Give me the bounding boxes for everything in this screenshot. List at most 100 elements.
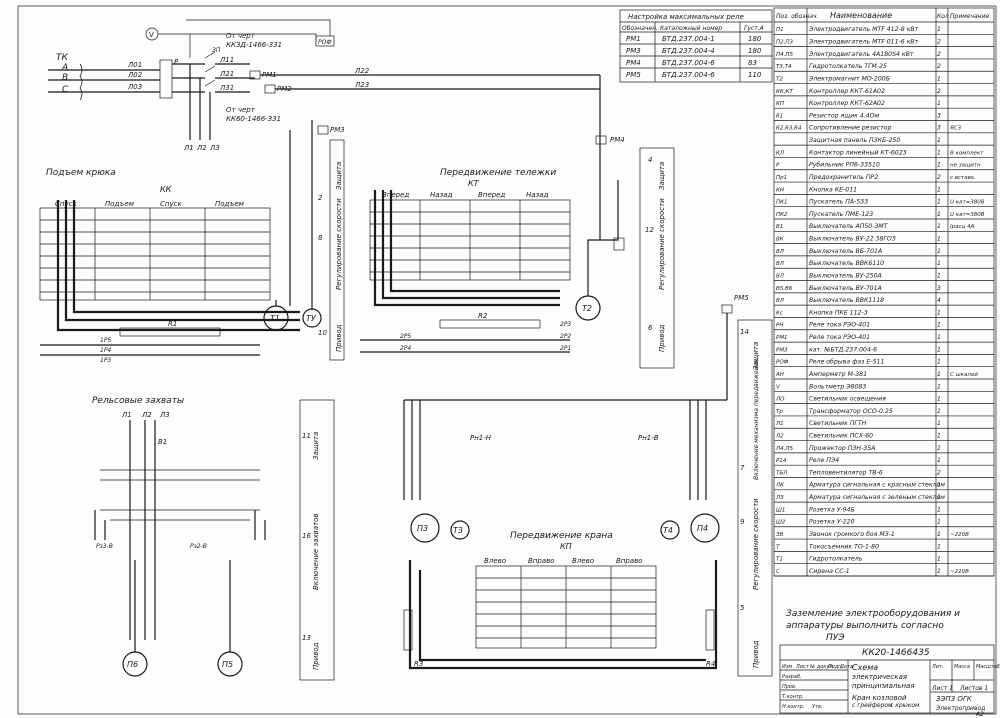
hoist-controller-box	[39, 207, 271, 301]
spec-cell: ЛЗ	[775, 495, 784, 501]
spec-header-1: Наименование	[830, 11, 892, 20]
main-switch-box	[159, 59, 173, 99]
crane-wiring	[408, 560, 718, 670]
crane-num-1: 7	[740, 464, 745, 472]
spec-cell: РН	[776, 323, 783, 329]
wire-1p5: 1Р5	[100, 337, 111, 344]
trolley-controller-label: КТ	[468, 179, 480, 188]
hoist-col-2: Спуск	[160, 200, 182, 208]
spec-cell: 1	[937, 260, 941, 267]
crane-num-3: 5	[740, 604, 745, 612]
bus-l22-label: Л22	[354, 67, 370, 75]
cable-l03: Л03	[127, 83, 142, 91]
spec-cell: РМ3	[776, 347, 788, 353]
spec-cell: П2,П3	[776, 40, 794, 46]
hoist-col-3: Подъем	[215, 200, 245, 208]
hoist-num-2: 10	[318, 329, 327, 337]
spec-cell: Выключатель ВБ-701А	[809, 248, 882, 255]
spec-cell: Контактор линейный КТ-6023	[809, 149, 907, 156]
crane-side-labels: Защита Включение механизма передвижения …	[737, 319, 773, 677]
spec-cell: Т2	[776, 76, 783, 82]
trolley-title: Передвижение тележки	[440, 168, 556, 178]
resistor-r1-label: R1	[168, 320, 177, 328]
rail-side-drive: Привод	[312, 642, 320, 670]
contactor-output	[215, 63, 255, 93]
spec-cell: 1	[937, 248, 941, 255]
relay-row-0-2: 180	[748, 35, 762, 43]
spec-cell: ~220В	[950, 569, 969, 575]
product-1: Кран козловой	[852, 694, 907, 702]
sheet-title-2: электрическая	[852, 673, 907, 681]
role-label-2: Т.контр.	[782, 694, 804, 700]
spec-cell: кат. №БТД.237.004-6	[809, 346, 877, 353]
org-2: Электропривод	[935, 705, 985, 712]
spec-cell: Светильник ПСХ-60	[809, 433, 873, 440]
spec-cell: Розетка У-220	[809, 519, 855, 526]
drawing-number: КК20-1466435	[862, 648, 930, 658]
input-phase-lines	[48, 69, 160, 93]
spec-header-2: Кол	[937, 13, 949, 20]
crane-side-box	[737, 319, 773, 677]
motor-p6-label: П6	[127, 660, 138, 669]
spec-cell: 1	[937, 568, 941, 575]
spec-cell: Т1	[776, 557, 783, 563]
hoist-side-drive: Привод	[335, 324, 343, 352]
trolley-side-speed: Регулирование скорости	[658, 198, 666, 290]
hoist-section: Подъем крюка КК Спуск Подъем Спуск Подъе…	[39, 120, 345, 364]
spec-cell: 1	[937, 322, 941, 329]
staff-label-2: № докум.	[809, 664, 835, 670]
motor-t4-label: Т4	[663, 526, 673, 535]
sheet-title-1: Схема	[852, 663, 878, 672]
spec-cell: Реле тока РЭО-401	[809, 334, 870, 341]
wire-2p2: 2Р2	[560, 333, 571, 340]
spec-cell: U кат=380В	[950, 212, 985, 218]
crane-title: Передвижение крана	[510, 531, 613, 541]
crane-relay-n: Рн1-Н	[470, 434, 492, 442]
spec-cell: РОФ	[776, 360, 789, 366]
spec-cell: Л1	[775, 421, 784, 427]
relay-pm5-label: РМ5	[734, 294, 749, 302]
spec-cell: 1	[937, 531, 941, 538]
spec-cell: 1	[937, 494, 941, 501]
crane-side-protect: Защита	[752, 342, 760, 370]
spec-cell: Выключатель ВУ-250А	[809, 272, 882, 279]
spec-cell: Контроллер ККТ-61А02	[809, 88, 885, 95]
rof-wiring	[186, 19, 331, 36]
spec-cell: 1	[937, 75, 941, 82]
spec-cell: 1	[937, 211, 941, 218]
hoist-side-labels: Защита Регулирование скорости Привод 2 8…	[318, 139, 345, 361]
from-drawing-1b: ККЗД-1466-331	[226, 41, 282, 49]
trolley-wiring	[373, 190, 560, 307]
spec-cell: ~220В	[950, 532, 969, 538]
spec-cell: Р14	[776, 458, 787, 464]
spec-cell: 1	[937, 543, 941, 550]
crane-num-2: 9	[740, 518, 745, 526]
spec-cell: Iрасц 4А	[950, 224, 974, 230]
trolley-num-1: 12	[645, 226, 654, 234]
spec-cell: Рубильник РП6-33510	[809, 161, 880, 169]
relay-settings-table: Настройка максимальных реле Обозначен. К…	[619, 9, 773, 83]
spec-cell: 3	[937, 285, 941, 292]
spec-cell: ВЛ	[776, 273, 784, 279]
spec-cell: 1	[937, 359, 941, 366]
relay-table-grid	[620, 21, 772, 82]
crane-col-0: Влево	[484, 557, 506, 565]
spec-cell: Токосъемник ТО-1-80	[809, 543, 879, 550]
staff-label-0: Изм	[782, 664, 792, 670]
kl-3-label: Л31	[219, 84, 234, 92]
rail-side-enable: Включение захватов	[312, 513, 320, 590]
spec-table-columns	[774, 8, 994, 576]
spec-cell: 1	[937, 137, 941, 144]
downlead-lines	[189, 64, 211, 140]
cable-l01: Л01	[127, 61, 142, 69]
spec-cell: Предохранитель ПР2	[809, 174, 878, 181]
spec-cell: U кат=380В	[950, 200, 985, 206]
crane-brake-t3	[450, 520, 470, 540]
spec-cell: 1	[937, 371, 941, 378]
rof-relay-box	[315, 35, 335, 47]
spec-cell: КЛ	[776, 150, 784, 156]
relay-row-1-0: РМ3	[626, 47, 641, 55]
trolley-col-2: Вперед	[478, 191, 505, 199]
resistor-r3-label: R3	[414, 660, 423, 668]
